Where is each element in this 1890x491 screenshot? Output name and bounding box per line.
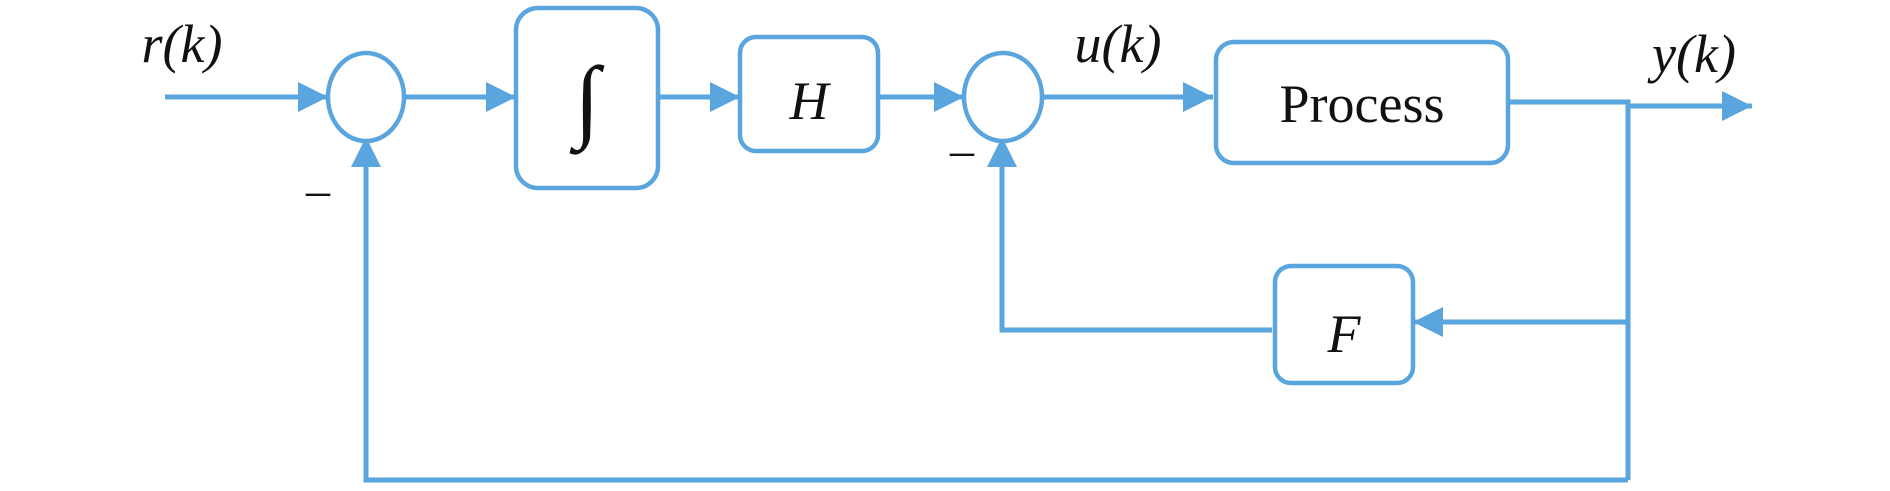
outer-feedback-line: [351, 137, 1628, 483]
output-label: y(k): [1647, 24, 1736, 84]
summing-junction-1: [325, 50, 407, 144]
f-block-label: F: [1327, 304, 1362, 364]
control-label: u(k): [1075, 14, 1162, 74]
process-block: [1213, 39, 1511, 166]
f-block: [1272, 263, 1416, 386]
minus-sign-outer: –: [305, 164, 331, 217]
summing-junction-2: [961, 50, 1045, 144]
h-block-label: H: [789, 71, 832, 131]
integrator-symbol: ∫: [569, 48, 604, 155]
input-label: r(k): [142, 14, 223, 74]
h-block: [737, 34, 881, 154]
minus-sign-inner: –: [949, 124, 975, 177]
f-feedback-line: [987, 137, 1272, 333]
process-block-label: Process: [1280, 74, 1445, 134]
integrator-block: [513, 5, 661, 191]
